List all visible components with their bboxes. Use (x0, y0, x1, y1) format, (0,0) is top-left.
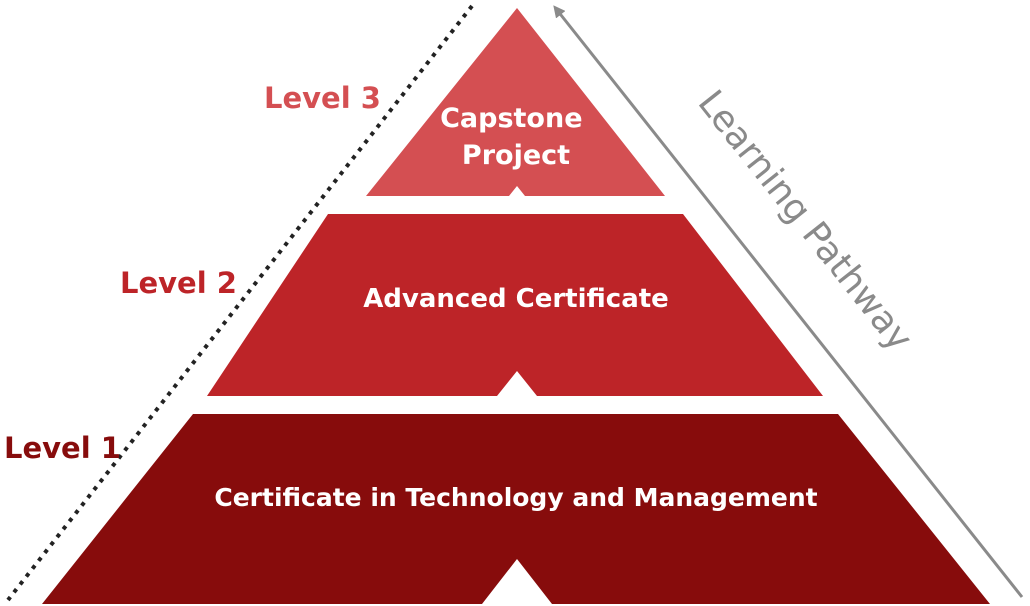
tier-level-1 (42, 414, 990, 604)
level-2-label: Level 2 (120, 266, 237, 300)
tier-level-3-title: Capstone Project (440, 103, 592, 171)
level-1-label: Level 1 (4, 431, 121, 465)
tier-level-2-title: Advanced Certificate (363, 284, 669, 314)
tier-level-1-title: Certificate in Technology and Management (214, 483, 817, 512)
level-3-label: Level 3 (264, 81, 381, 115)
tier-level-3 (366, 8, 665, 196)
tier-level-2 (207, 214, 823, 396)
learning-pathway-arrow (553, 5, 1024, 598)
